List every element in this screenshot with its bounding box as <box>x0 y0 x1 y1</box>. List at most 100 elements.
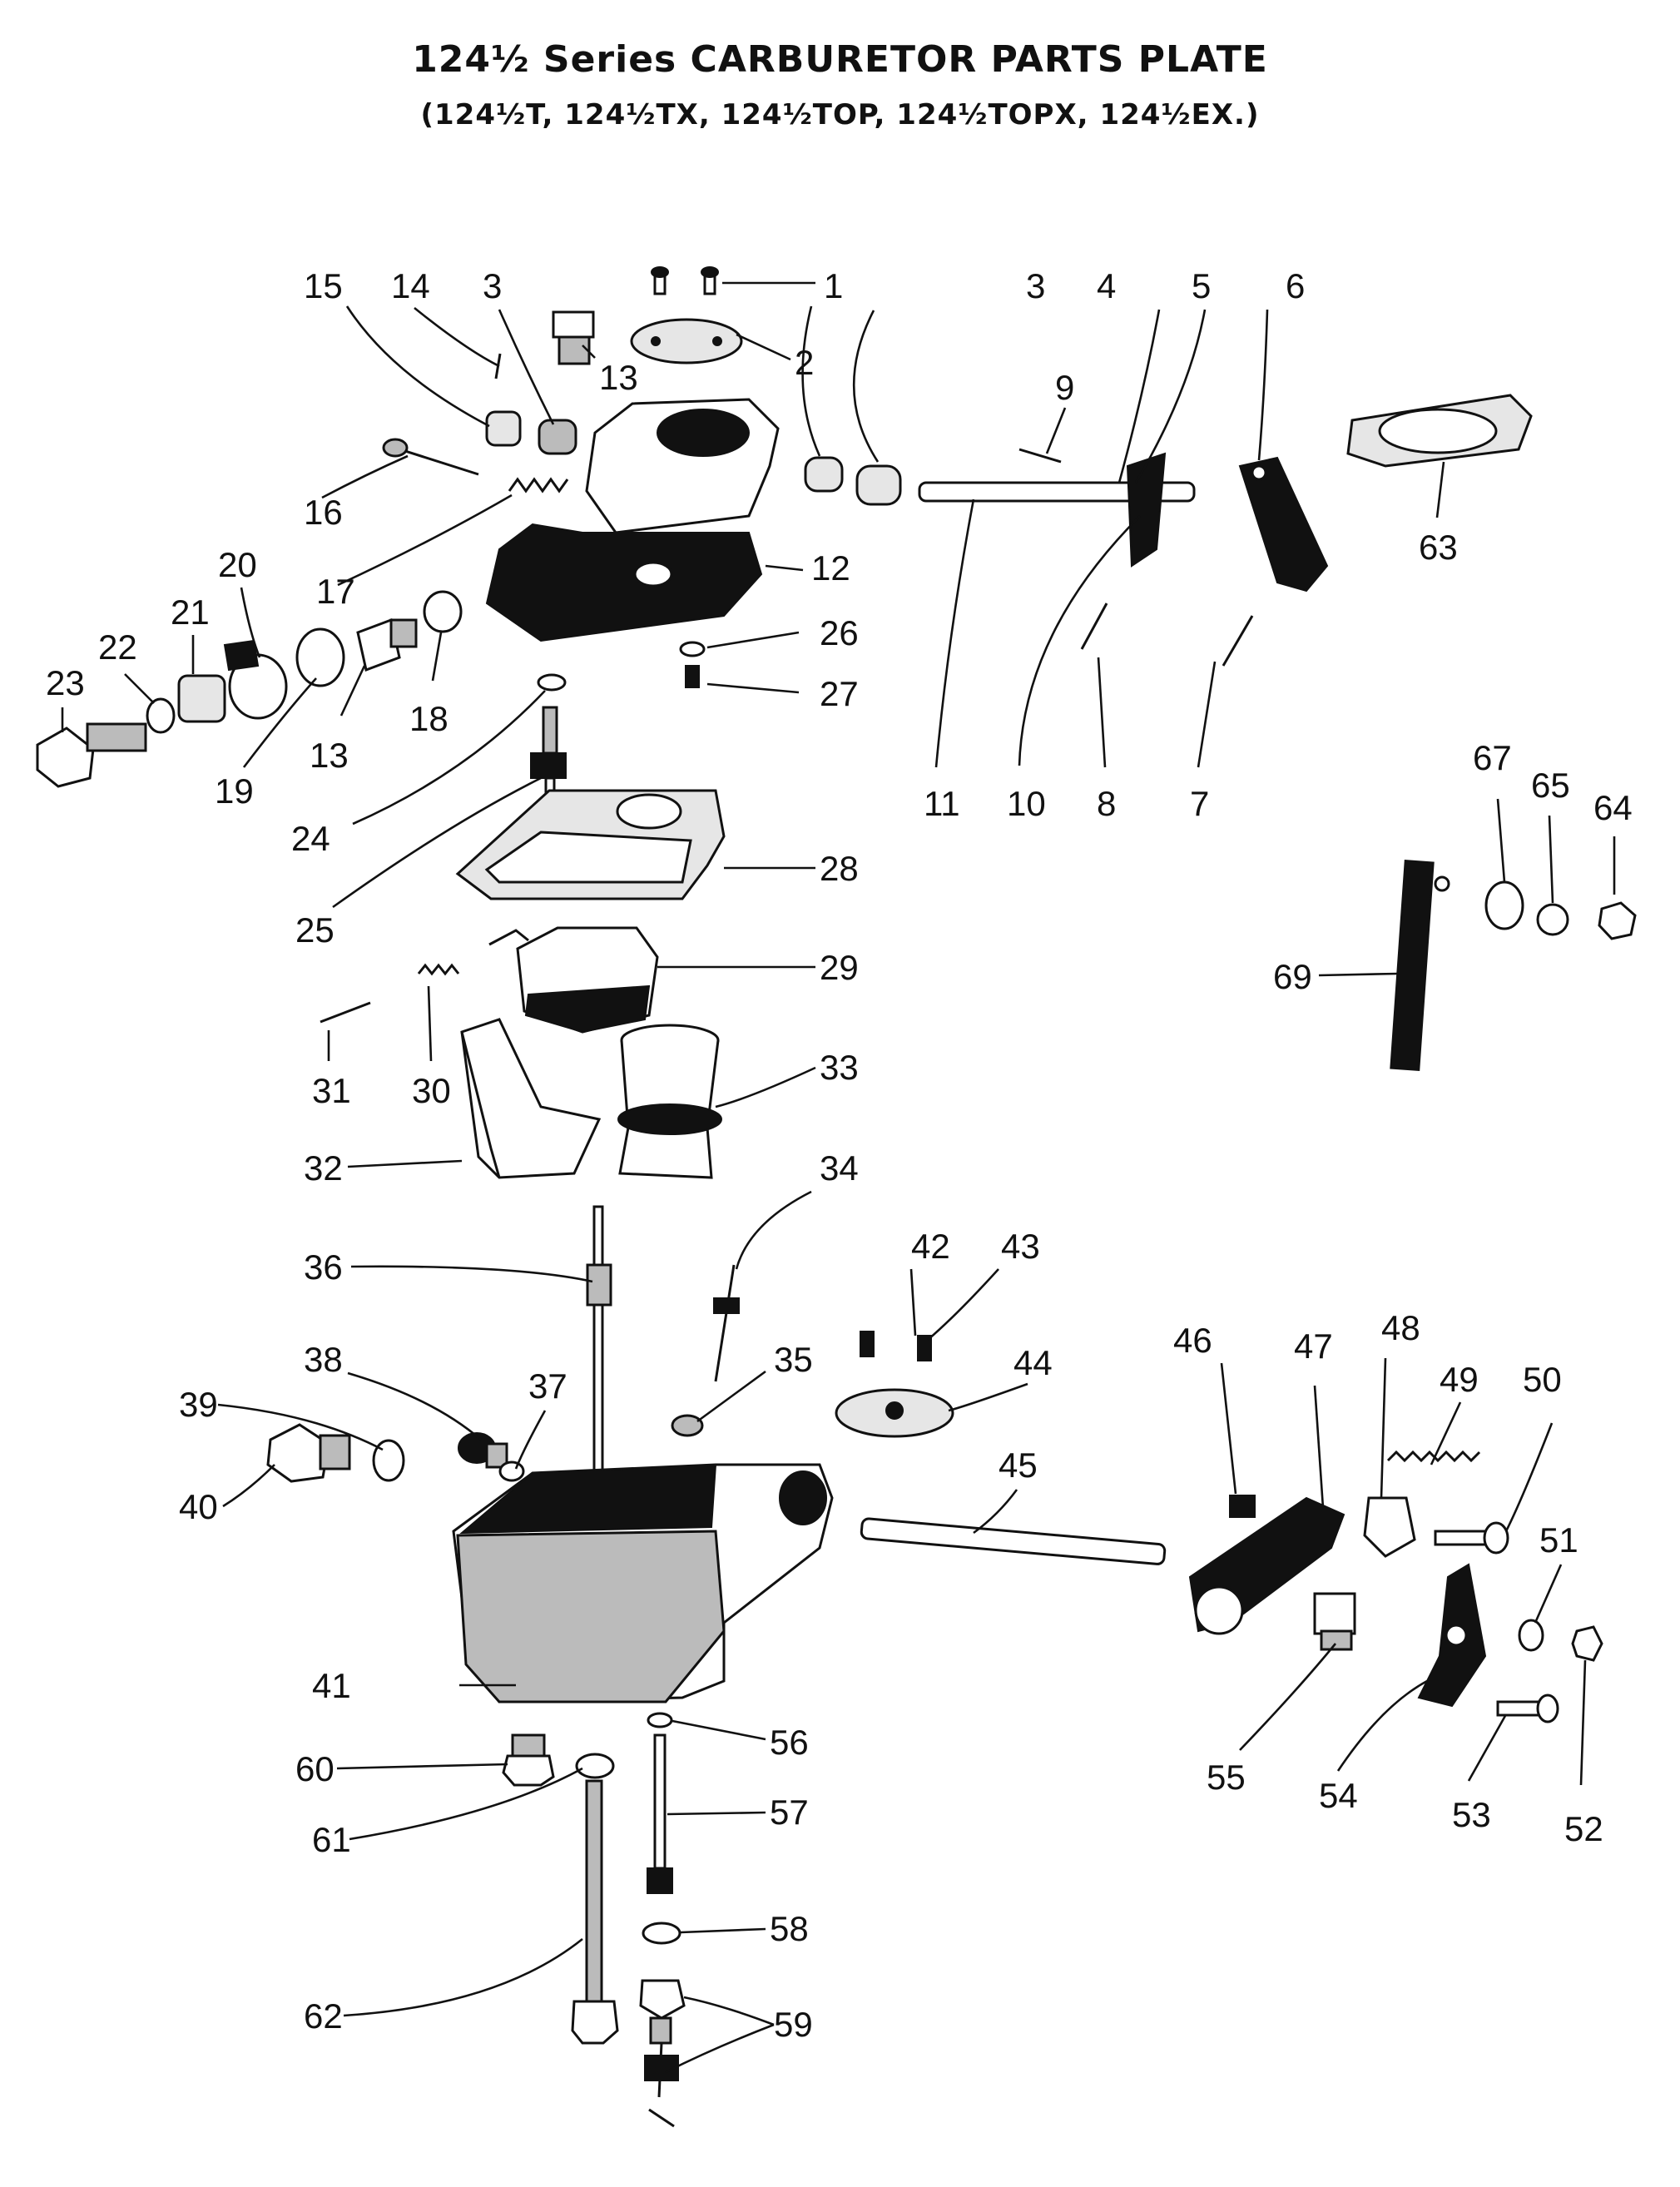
part-38-screw <box>458 1432 508 1469</box>
callout-37: 37 <box>528 1366 567 1406</box>
callout-64: 64 <box>1593 788 1633 827</box>
part-2-cover-plate <box>630 318 743 364</box>
part-25-float-valve <box>530 706 567 801</box>
callout-17: 17 <box>316 572 355 611</box>
callout-12: 12 <box>811 548 850 588</box>
part-61-lockwasher <box>575 1753 615 1779</box>
callout-2: 2 <box>795 343 814 382</box>
callout-69: 69 <box>1273 957 1312 996</box>
part-60-plug <box>502 1733 555 1787</box>
callout-11: 11 <box>924 784 960 823</box>
part-40-plug <box>266 1423 351 1483</box>
part-27-screw <box>685 665 700 688</box>
callout-35: 35 <box>774 1340 813 1379</box>
callout-22: 22 <box>98 627 137 667</box>
part-37-washer <box>498 1460 525 1482</box>
plate-title: 124½ Series CARBURETOR PARTS PLATE <box>412 38 1268 81</box>
callout-53: 53 <box>1452 1795 1491 1834</box>
part-57-main-jet <box>647 1733 673 1894</box>
callout-30: 30 <box>412 1071 451 1110</box>
part-10-lever <box>1126 452 1167 568</box>
part-7-screw <box>1222 615 1254 667</box>
part-11-throttle-shaft <box>918 481 1196 503</box>
part-23-fitting-bolt <box>36 722 147 788</box>
part-43-screw <box>917 1335 932 1361</box>
part-30-spring <box>417 963 460 976</box>
part-62-bowl-bolt <box>571 1779 619 2045</box>
callout-28: 28 <box>820 849 859 888</box>
part-55-plug <box>1313 1592 1356 1651</box>
callout-15: 15 <box>304 266 343 305</box>
part-1-screws <box>651 266 719 295</box>
part-13-plug-top <box>552 310 595 365</box>
callout-56: 56 <box>770 1723 809 1762</box>
callout-47: 47 <box>1294 1327 1333 1366</box>
part-33-venturi <box>617 1024 722 1179</box>
callout-29: 29 <box>820 948 859 987</box>
callout-49: 49 <box>1440 1360 1479 1399</box>
part-67-washer <box>1484 880 1524 930</box>
part-52-nut <box>1571 1625 1603 1662</box>
part-21-strainer <box>177 674 226 723</box>
part-15-bushing <box>485 410 522 447</box>
part-9-pin <box>1018 448 1062 464</box>
callout-61: 61 <box>312 1820 351 1859</box>
part-3-bushing-right <box>804 456 844 493</box>
callout-43: 43 <box>1001 1227 1040 1266</box>
callout-63: 63 <box>1419 528 1458 567</box>
callout-45: 45 <box>999 1446 1038 1485</box>
part-29-float <box>488 926 659 1034</box>
part-28-bowl-gasket <box>455 789 726 900</box>
part-26-washer <box>679 641 706 657</box>
callout-13-top: 13 <box>599 358 638 397</box>
part-35-washer <box>671 1414 704 1437</box>
part-46-clip <box>1229 1495 1256 1518</box>
part-8-screw <box>1080 603 1108 650</box>
callout-40: 40 <box>179 1487 218 1526</box>
callout-51: 51 <box>1539 1520 1578 1560</box>
callout-32: 32 <box>304 1148 343 1188</box>
callout-48: 48 <box>1381 1308 1420 1347</box>
callout-62: 62 <box>304 1996 343 2036</box>
part-59-adjusting-needle <box>639 1979 686 2128</box>
part-18-gasket <box>423 590 463 633</box>
plate-subtitle: (124½T, 124½TX, 124½TOP, 124½TOPX, 124½E… <box>420 98 1260 131</box>
callout-50: 50 <box>1523 1360 1562 1399</box>
callout-23: 23 <box>46 663 85 702</box>
callout-9: 9 <box>1055 368 1074 407</box>
callout-60: 60 <box>295 1749 335 1788</box>
part-53-screw <box>1496 1694 1559 1723</box>
part-13-plug-inlet <box>356 617 418 672</box>
part-54-throttle-lever <box>1417 1563 1487 1708</box>
callout-33: 33 <box>820 1048 859 1087</box>
callout-24: 24 <box>291 819 330 858</box>
part-6-throttle-arm <box>1238 456 1329 593</box>
part-36-main-nozzle <box>586 1205 612 1473</box>
part-24-washer <box>537 673 567 692</box>
part-12-throttle-body <box>485 398 780 642</box>
callout-3-right: 3 <box>1026 266 1045 305</box>
callout-10: 10 <box>1007 784 1046 823</box>
part-47-choke-lever <box>1188 1496 1345 1635</box>
callout-67: 67 <box>1473 738 1512 777</box>
callout-25: 25 <box>295 910 335 950</box>
callout-6: 6 <box>1286 266 1305 305</box>
callout-19: 19 <box>215 771 254 811</box>
callout-20: 20 <box>218 545 257 584</box>
callout-31: 31 <box>312 1071 351 1110</box>
callout-13-inlet: 13 <box>310 736 349 775</box>
part-39-gasket <box>372 1439 405 1482</box>
part-50-screw <box>1434 1521 1509 1555</box>
part-34-needle <box>713 1264 740 1382</box>
part-16-needle <box>382 438 479 476</box>
part-58-gasket <box>642 1922 681 1945</box>
leader-lines <box>61 281 1616 2074</box>
part-19-gasket <box>295 627 345 687</box>
callout-55: 55 <box>1207 1758 1246 1797</box>
part-41-float-bowl <box>452 1463 834 1703</box>
callout-34: 34 <box>820 1148 859 1188</box>
part-44-choke-plate <box>835 1388 954 1438</box>
part-42-screw <box>860 1331 875 1357</box>
part-20-elbow-fitting <box>223 639 288 720</box>
